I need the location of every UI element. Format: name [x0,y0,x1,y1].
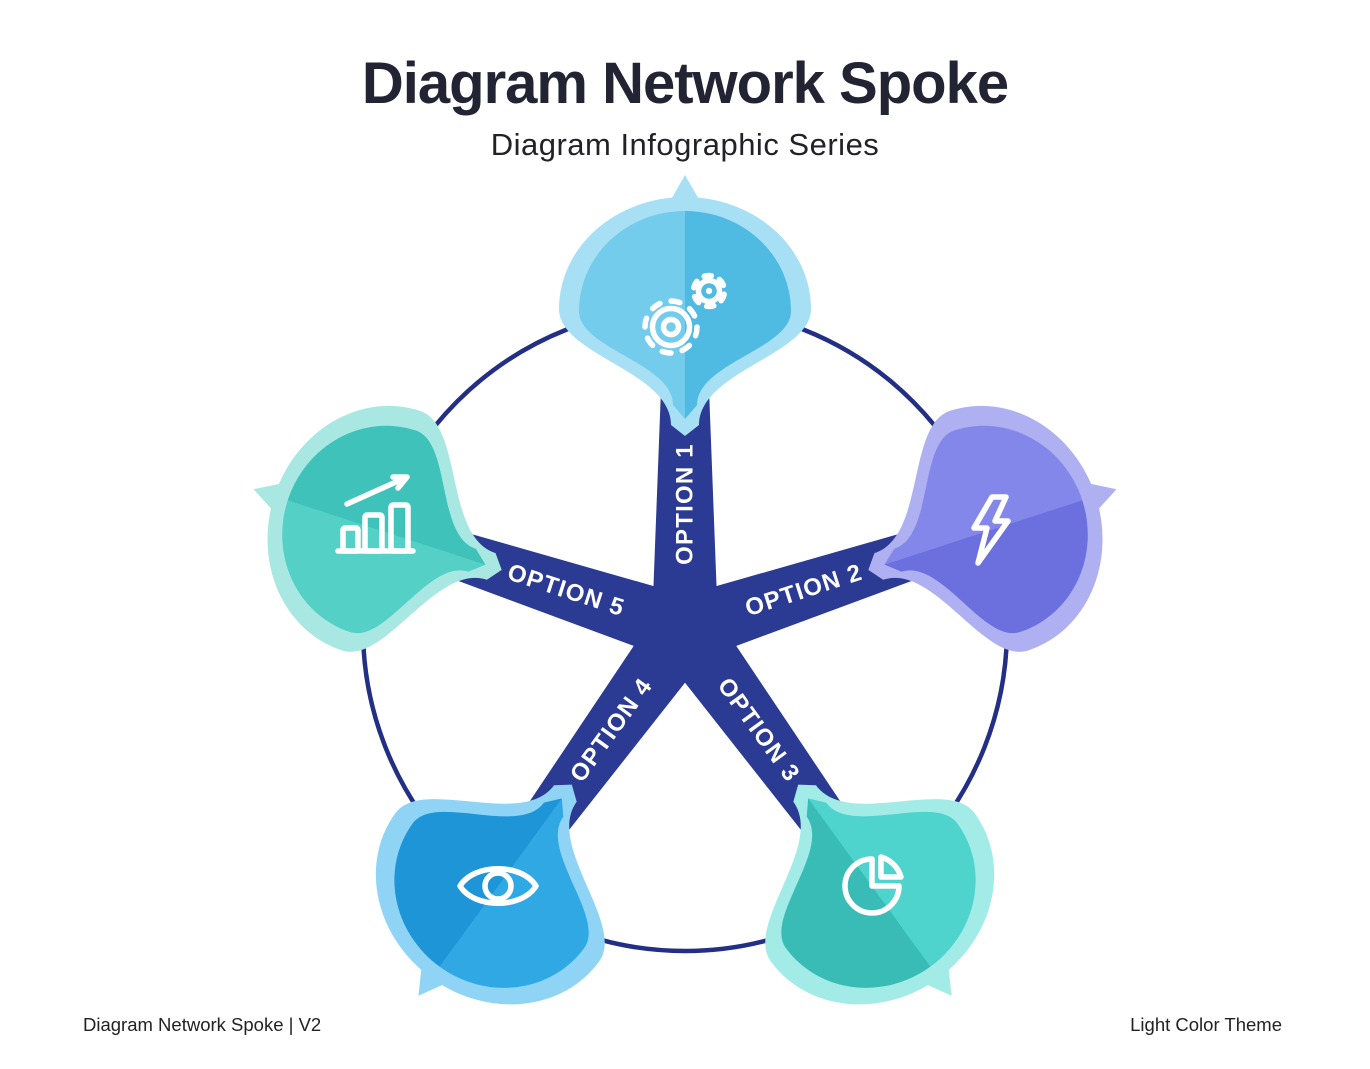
node-4-inner-shape [394,798,589,988]
eye-icon [457,866,539,906]
node-option-5 [253,405,502,652]
footer-version-label: Diagram Network Spoke | V2 [83,1014,322,1035]
footer-theme-label: Light Color Theme [1130,1014,1282,1035]
header: Diagram Network Spoke Diagram Infographi… [0,50,1370,163]
gears-icon [642,272,728,356]
bar-chart-icon [335,474,416,554]
node-option-2 [868,405,1117,652]
node-option-3 [765,784,995,1005]
page-subtitle: Diagram Infographic Series [490,127,880,162]
spoke-label-1: OPTION 1 [672,443,699,565]
page-title: Diagram Network Spoke [361,51,1009,116]
node-option-1 [559,175,811,436]
spoke-5 [449,532,715,669]
lightning-icon [971,494,1011,566]
spokes [449,389,921,838]
pie-chart-icon [842,854,904,916]
spoke-1 [651,389,719,651]
node-3-inner-shape [781,798,976,988]
